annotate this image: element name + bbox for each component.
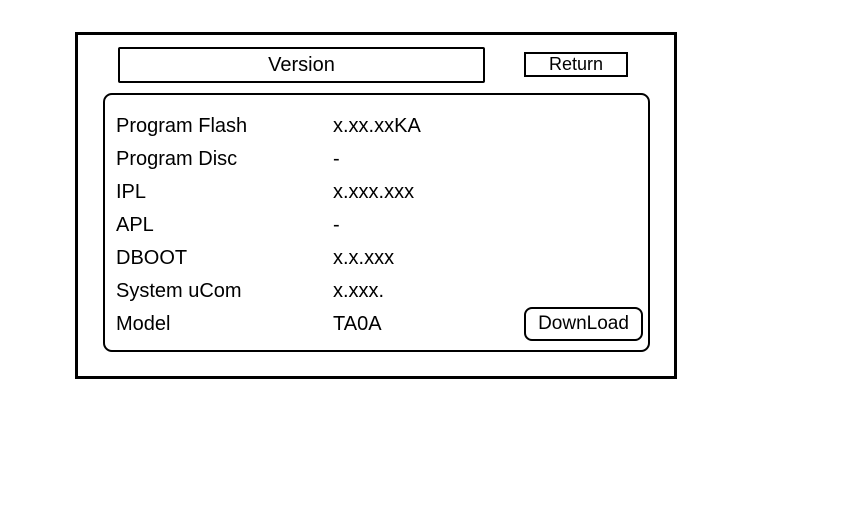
version-screen: Version Return Program Flash x.xx.xxKA P… [75,32,677,379]
version-row-value: x.xxx.xxx [333,181,415,203]
version-row-label: DBOOT [116,247,188,269]
version-row-value: - [333,214,340,236]
version-row-label: Program Flash [116,115,248,137]
version-row: Model TA0A [116,308,638,341]
version-info-panel: Program Flash x.xx.xxKA Program Disc - I… [103,93,650,352]
version-row: IPL x.xxx.xxx [116,176,638,209]
version-row-label: Model [116,313,171,335]
version-row-label: IPL [116,181,147,203]
return-button[interactable]: Return [524,52,628,77]
version-row: Program Disc - [116,143,638,176]
version-row-label: System uCom [116,280,242,302]
version-row-label: APL [116,214,154,236]
version-row-label: Program Disc [116,148,238,170]
version-row-list: Program Flash x.xx.xxKA Program Disc - I… [116,110,638,341]
version-row: System uCom x.xxx. [116,275,638,308]
version-row-value: x.x.xxx [333,247,395,269]
version-row: DBOOT x.x.xxx [116,242,638,275]
download-button[interactable]: DownLoad [524,307,643,341]
version-row-value: x.xxx. [333,280,385,302]
page-title: Version [118,47,485,83]
version-row-value: TA0A [333,313,382,335]
version-row: Program Flash x.xx.xxKA [116,110,638,143]
version-row: APL - [116,209,638,242]
version-row-value: - [333,148,340,170]
version-row-value: x.xx.xxKA [333,115,421,137]
